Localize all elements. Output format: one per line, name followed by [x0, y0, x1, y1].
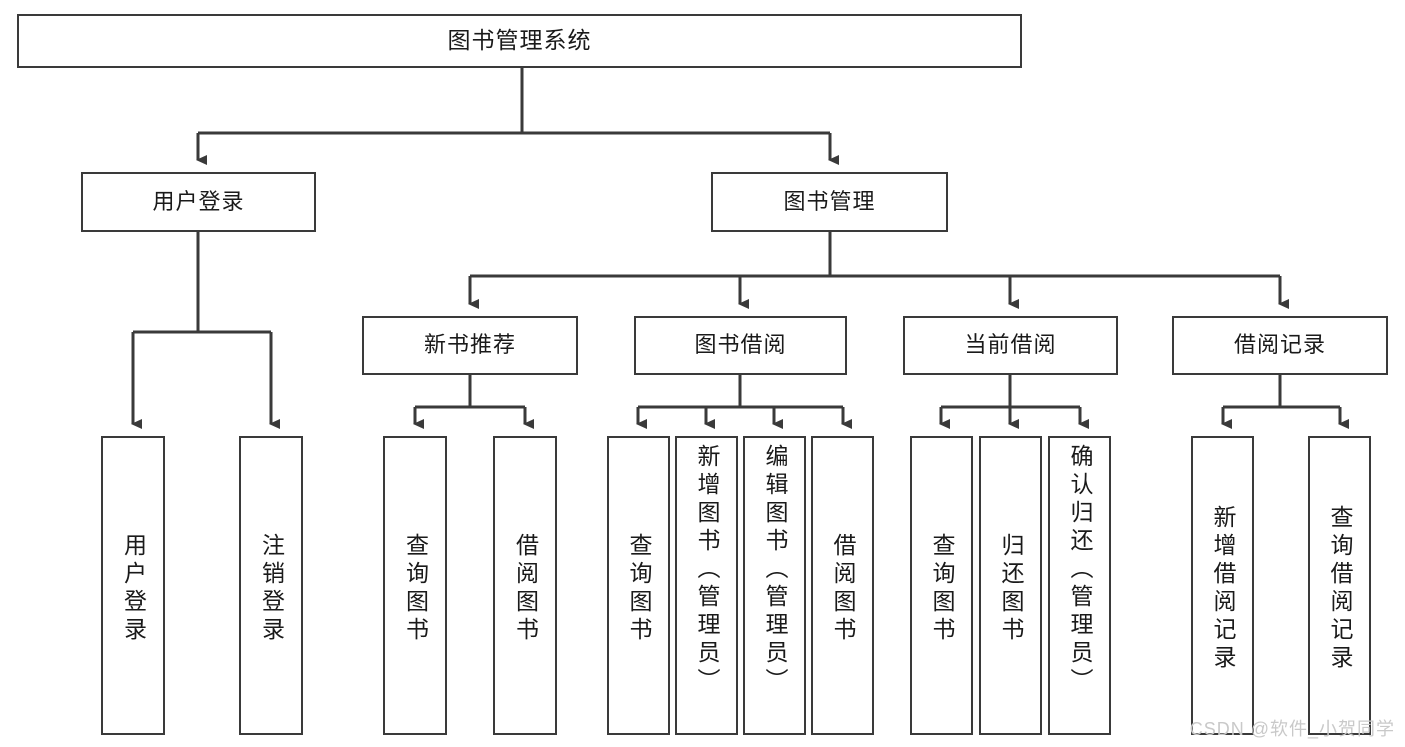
- leaf-recommend-query-book[interactable]: 查询图书: [383, 436, 447, 735]
- node-root-system[interactable]: 图书管理系统: [17, 14, 1022, 68]
- node-user-login[interactable]: 用户登录: [81, 172, 316, 232]
- node-label: 图书借阅: [694, 332, 787, 358]
- node-label: 查询图书: [929, 532, 955, 645]
- leaf-user-login-logout[interactable]: 注销登录: [239, 436, 303, 735]
- node-label: 查询图书: [402, 532, 429, 645]
- node-label: 注销登录: [258, 532, 285, 645]
- node-label: 归还图书: [998, 532, 1024, 645]
- node-label: 编辑图书（管理员）: [762, 444, 788, 696]
- leaf-record-add-record[interactable]: 新增借阅记录: [1191, 436, 1254, 735]
- watermark: CSDN @软件_小贺同学: [1189, 719, 1395, 739]
- node-label: 借阅图书: [512, 532, 539, 645]
- leaf-current-confirm-return-admin[interactable]: 确认归还（管理员）: [1048, 436, 1111, 735]
- node-book-management[interactable]: 图书管理: [711, 172, 948, 232]
- node-label: 确认归还（管理员）: [1067, 444, 1093, 696]
- node-label: 用户登录: [152, 188, 245, 214]
- node-label: 新增图书（管理员）: [694, 444, 720, 696]
- node-new-book-recommend[interactable]: 新书推荐: [362, 316, 578, 375]
- node-borrow-record[interactable]: 借阅记录: [1172, 316, 1388, 375]
- node-label: 查询图书: [626, 532, 652, 645]
- leaf-record-query-record[interactable]: 查询借阅记录: [1308, 436, 1371, 735]
- node-book-borrow[interactable]: 图书借阅: [634, 316, 847, 375]
- node-label: 借阅图书: [830, 532, 856, 645]
- leaf-current-query-book[interactable]: 查询图书: [910, 436, 973, 735]
- node-label: 查询借阅记录: [1327, 504, 1353, 673]
- node-label: 借阅记录: [1233, 332, 1326, 358]
- node-label: 图书管理: [783, 188, 876, 214]
- node-current-borrow[interactable]: 当前借阅: [903, 316, 1118, 375]
- node-label: 图书管理系统: [447, 27, 592, 54]
- leaf-borrow-borrow-book[interactable]: 借阅图书: [811, 436, 874, 735]
- leaf-current-return-book[interactable]: 归还图书: [979, 436, 1042, 735]
- node-label: 新增借阅记录: [1210, 504, 1236, 673]
- leaf-borrow-query-book[interactable]: 查询图书: [607, 436, 670, 735]
- node-label: 新书推荐: [423, 332, 516, 358]
- leaf-borrow-edit-book-admin[interactable]: 编辑图书（管理员）: [743, 436, 806, 735]
- node-label: 当前借阅: [964, 332, 1057, 358]
- leaf-recommend-borrow-book[interactable]: 借阅图书: [493, 436, 557, 735]
- node-label: 用户登录: [120, 532, 147, 645]
- leaf-borrow-add-book-admin[interactable]: 新增图书（管理员）: [675, 436, 738, 735]
- leaf-user-login-login[interactable]: 用户登录: [101, 436, 165, 735]
